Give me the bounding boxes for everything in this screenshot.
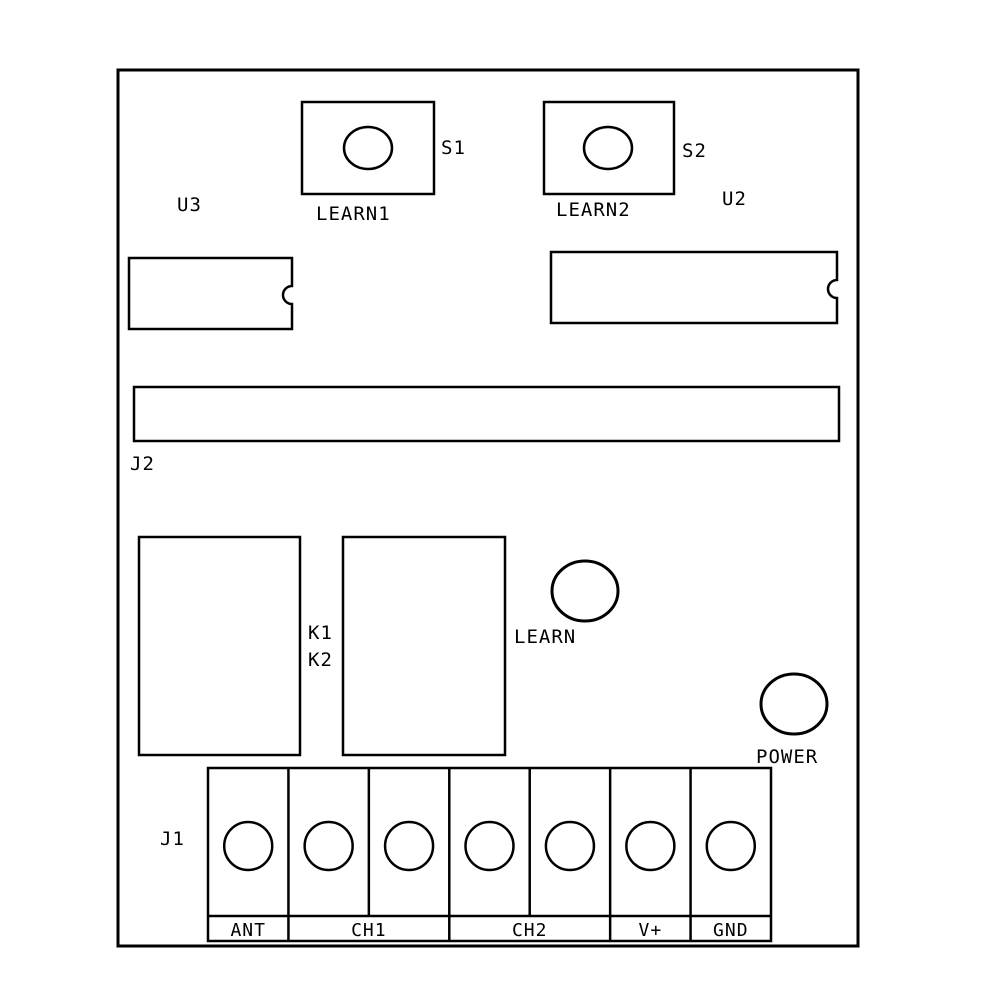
ic-u3-body xyxy=(127,256,294,331)
terminal-dividers xyxy=(287,768,692,916)
ic-u2-body xyxy=(549,250,839,325)
ic-u3-ref: U3 xyxy=(177,194,202,216)
switch-s1-ref: S1 xyxy=(441,137,466,159)
terminal-label-ch1: CH1 xyxy=(351,920,387,941)
relay-k1: K1 xyxy=(137,535,333,757)
terminal-block-outline xyxy=(206,766,773,943)
ic-u2-ref: U2 xyxy=(722,188,747,210)
switch-s2-body xyxy=(542,100,676,196)
led-power-label: POWER xyxy=(756,746,818,768)
terminal-screws xyxy=(222,820,757,872)
connector-j2: J2 xyxy=(130,385,841,475)
terminal-screw xyxy=(303,820,354,872)
terminal-label-ant: ANT xyxy=(230,920,266,941)
led-learn: LEARN xyxy=(514,559,620,648)
terminal-group-dividers xyxy=(287,916,692,941)
terminal-screw xyxy=(464,820,515,872)
led-power: POWER xyxy=(756,672,829,768)
terminal-label-vplus: V+ xyxy=(639,920,663,941)
terminal-screw xyxy=(383,820,435,872)
terminal-screw xyxy=(705,820,757,872)
switch-s2-button xyxy=(582,125,634,171)
terminal-label-gnd: GND xyxy=(713,920,749,941)
ic-u2: U2 xyxy=(549,188,839,325)
terminal-label-ch2: CH2 xyxy=(512,920,548,941)
relay-k2-ref: K2 xyxy=(308,649,333,671)
switch-s2-ref: S2 xyxy=(682,140,707,162)
relay-k2-body xyxy=(341,535,507,757)
led-power-circle xyxy=(759,672,829,736)
terminal-screw xyxy=(222,820,274,872)
board-outline xyxy=(116,68,860,948)
relay-k1-ref: K1 xyxy=(308,622,333,644)
terminal-screw xyxy=(625,820,676,872)
terminal-block-j1-ref: J1 xyxy=(160,828,185,850)
connector-j2-ref: J2 xyxy=(130,453,155,475)
led-learn-label: LEARN xyxy=(514,626,576,648)
switch-s2: S2 LEARN2 xyxy=(542,100,707,221)
connector-j2-body xyxy=(132,385,841,443)
switch-s1-body xyxy=(300,100,436,196)
led-learn-circle xyxy=(550,559,620,623)
switch-s2-label: LEARN2 xyxy=(556,199,631,221)
relay-k1-body xyxy=(137,535,302,757)
ic-u3: U3 xyxy=(127,194,294,331)
switch-s1-label: LEARN1 xyxy=(316,203,391,225)
switch-s1: S1 LEARN1 xyxy=(300,100,466,225)
terminal-block-j1: J1 ANT CH1 CH2 V+ GND xyxy=(160,766,773,943)
terminal-screw xyxy=(544,820,596,872)
switch-s1-button xyxy=(342,125,394,171)
relay-k2: K2 xyxy=(308,535,507,757)
